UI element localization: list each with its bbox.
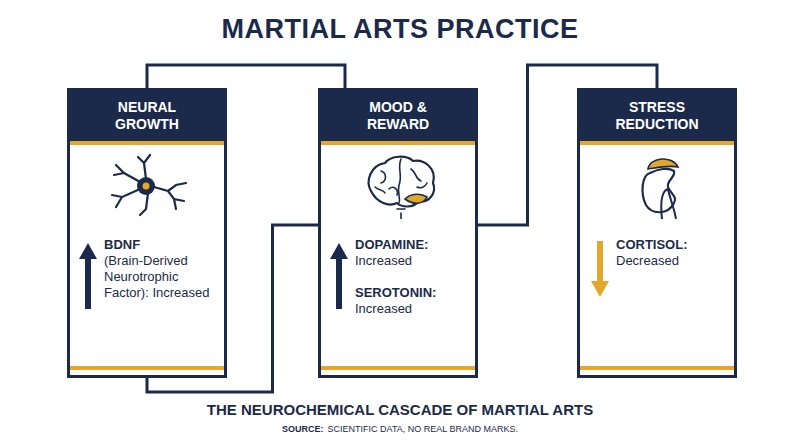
header-band: STRESS REDUCTION bbox=[580, 91, 734, 145]
box-heading: NEURAL GROWTH bbox=[95, 99, 199, 133]
diagram-title: MARTIAL ARTS PRACTICE bbox=[0, 14, 800, 45]
info-box: STRESS REDUCTION CORTISOL:Decreased bbox=[577, 88, 737, 378]
connector-line bbox=[147, 65, 345, 88]
header-band: MOOD & REWARD bbox=[321, 91, 475, 145]
decrease-arrow bbox=[590, 239, 610, 299]
chemical-name: DOPAMINE: bbox=[355, 237, 470, 253]
chemical-name: SEROTONIN: bbox=[355, 285, 470, 301]
box-heading: STRESS REDUCTION bbox=[605, 99, 709, 133]
gold-rule bbox=[321, 366, 475, 370]
source-text: SCIENTIFIC DATA, NO REAL BRAND MARKS. bbox=[328, 424, 518, 434]
increase-arrow bbox=[329, 241, 349, 311]
adrenal-kidney-icon bbox=[620, 153, 700, 219]
chemical-name: CORTISOL: bbox=[616, 237, 731, 253]
effect-text: Increased bbox=[355, 301, 470, 317]
effect-text: (Brain-Derived Neurotrophic Factor): Inc… bbox=[104, 253, 219, 301]
gold-rule bbox=[580, 366, 734, 370]
gold-rule bbox=[70, 366, 224, 370]
chemical-name: BDNF bbox=[104, 237, 219, 253]
source-note: SOURCE: SCIENTIFIC DATA, NO REAL BRAND MA… bbox=[0, 424, 800, 434]
header-band: NEURAL GROWTH bbox=[70, 91, 224, 145]
effect-text: Increased bbox=[355, 253, 470, 269]
effect-text: Decreased bbox=[616, 253, 731, 269]
brain-icon bbox=[361, 153, 441, 219]
neuron-icon bbox=[110, 153, 190, 219]
info-box: MOOD & REWARDDOPAMINE:IncreasedSEROTONIN… bbox=[318, 88, 478, 378]
box-heading: MOOD & REWARD bbox=[346, 99, 450, 133]
diagram-caption: THE NEUROCHEMICAL CASCADE OF MARTIAL ART… bbox=[0, 401, 800, 418]
source-text: SOURCE: bbox=[282, 424, 324, 434]
info-box: NEURAL GROWTH BDNF(Brain-Derived Neurotro… bbox=[67, 88, 227, 378]
increase-arrow bbox=[78, 241, 98, 311]
